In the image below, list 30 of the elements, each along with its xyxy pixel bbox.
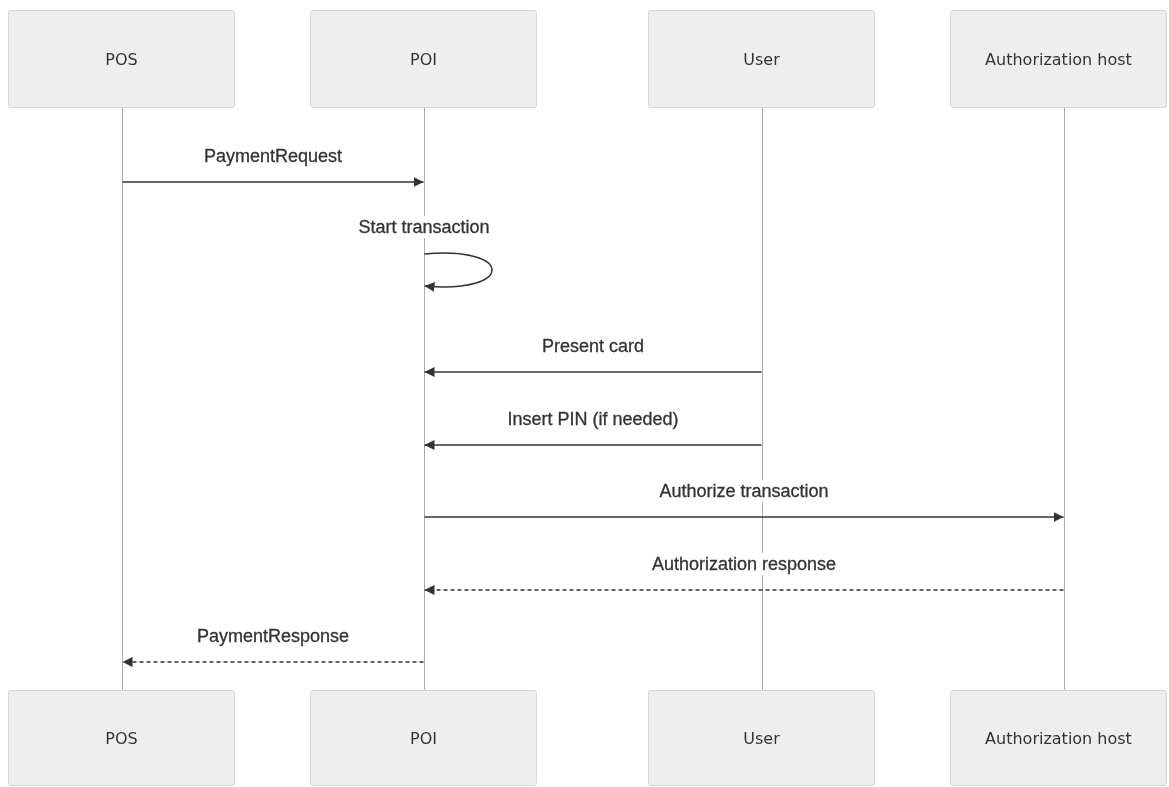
participant-box xyxy=(310,690,537,786)
lifeline xyxy=(1063,108,1065,690)
message-label: Authorize transaction xyxy=(657,480,831,502)
lifeline xyxy=(423,108,425,690)
lifeline xyxy=(121,108,123,690)
message-arrow xyxy=(423,512,1065,522)
participant-box xyxy=(950,690,1167,786)
message-arrow xyxy=(423,585,1065,595)
participant-box xyxy=(648,690,875,786)
participant-box xyxy=(8,690,235,786)
participant-box xyxy=(950,10,1167,108)
message-arrow xyxy=(423,440,763,450)
participant-name: POI xyxy=(410,728,437,748)
message-arrow xyxy=(121,657,425,667)
participant-box xyxy=(648,10,875,108)
participant-name: POS xyxy=(105,728,138,748)
message-label: Start transaction xyxy=(356,216,492,238)
message-label: Authorization response xyxy=(649,553,839,575)
participant-box xyxy=(310,10,537,108)
message-arrow xyxy=(423,367,763,377)
participant-name: POI xyxy=(410,49,437,69)
participant-name: Authorization host xyxy=(985,728,1132,748)
message-arrow xyxy=(121,177,425,187)
participant-name: User xyxy=(743,728,780,748)
participant-name: Authorization host xyxy=(985,49,1132,69)
lifeline xyxy=(761,108,763,690)
message-arrow xyxy=(423,252,493,292)
participant-name: POS xyxy=(105,49,138,69)
participant-name: User xyxy=(743,49,780,69)
participant-box xyxy=(8,10,235,108)
